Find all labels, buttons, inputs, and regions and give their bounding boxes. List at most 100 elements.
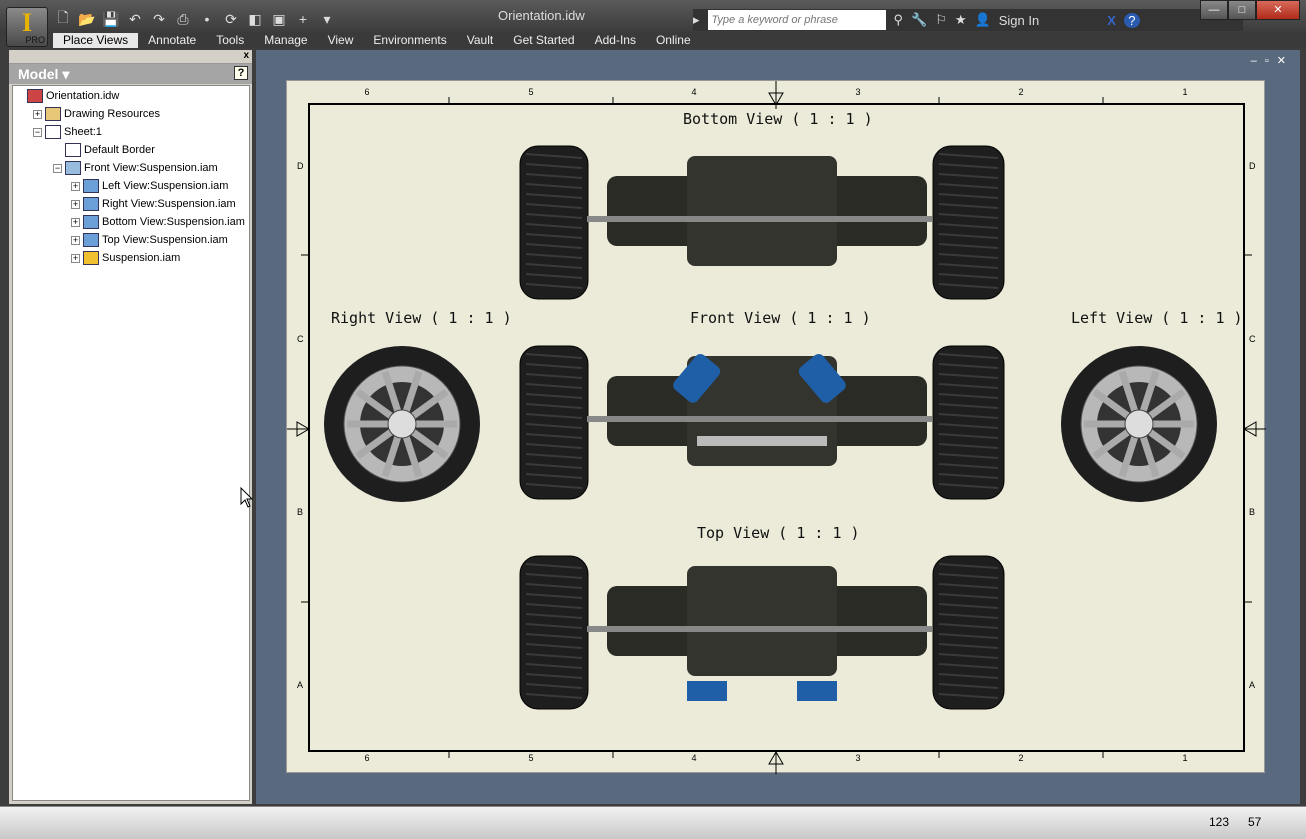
tab-vault[interactable]: Vault — [466, 33, 494, 47]
tire-tread — [525, 663, 583, 669]
model-title: Model ▾ — [18, 66, 70, 82]
status-bar: 123 57 — [0, 806, 1306, 839]
tree-node[interactable]: +Left View:Suspension.iam — [71, 177, 228, 195]
node-icon — [27, 89, 43, 103]
new-icon[interactable]: 🗋 — [57, 9, 69, 25]
browser-tree: Orientation.idw + Drawing Resources − Sheet:… — [12, 85, 250, 801]
wheel-hub — [1124, 409, 1154, 439]
tire-tread — [525, 613, 583, 619]
material-icon[interactable]: ◧ — [248, 10, 262, 27]
undo-icon[interactable]: ↶ — [129, 10, 141, 27]
expander-icon[interactable]: + — [71, 180, 80, 191]
tree-node[interactable]: − Front View:Suspension.iam — [53, 159, 218, 177]
sign-in-button[interactable]: Sign In — [998, 12, 1040, 28]
tab-annotate[interactable]: Annotate — [148, 33, 197, 47]
update-icon[interactable]: ⟳ — [225, 10, 237, 27]
tree-node[interactable]: +Top View:Suspension.iam — [71, 231, 228, 249]
tab-tools[interactable]: Tools — [216, 33, 245, 47]
node-label: Front View:Suspension.iam — [84, 162, 218, 174]
zone-label-x: 3 — [855, 87, 860, 97]
top-view-label[interactable]: Top View ( 1 : 1 ) — [697, 524, 860, 542]
node-icon — [45, 125, 61, 139]
node-label: Sheet:1 — [64, 126, 102, 138]
star-icon[interactable]: ★ — [954, 12, 967, 27]
tab-add-ins[interactable]: Add-Ins — [594, 33, 636, 47]
bottom-view-label[interactable]: Bottom View ( 1 : 1 ) — [683, 110, 873, 128]
panel-grip[interactable]: x — [9, 50, 252, 64]
tire-tread — [525, 433, 583, 439]
print-icon[interactable]: ⎙ — [177, 10, 189, 27]
customize-icon[interactable]: ▾ — [323, 10, 331, 27]
tire-tread — [938, 203, 999, 209]
tire-tread — [938, 383, 999, 389]
tree-node[interactable]: − Sheet:1 — [33, 123, 102, 141]
tire-tread — [938, 483, 999, 489]
close-button[interactable]: ✕ — [1256, 0, 1300, 20]
select-icon[interactable]: • — [204, 11, 210, 27]
tree-node[interactable]: +Suspension.iam — [71, 249, 180, 267]
tire-tread — [938, 633, 999, 639]
satellite-icon[interactable]: ⚐ — [935, 12, 947, 27]
help-icon[interactable]: ? — [234, 66, 248, 80]
maximize-button[interactable]: □ — [1228, 0, 1256, 20]
expander-icon[interactable]: + — [71, 252, 80, 263]
tire-tread — [525, 413, 583, 419]
expander-icon[interactable]: − — [33, 126, 42, 137]
left-view-label[interactable]: Left View ( 1 : 1 ) — [1071, 309, 1243, 327]
window-controls: —□✕ — [1200, 0, 1300, 20]
tire-tread — [525, 163, 583, 169]
tab-place-views[interactable]: Place Views — [53, 33, 139, 48]
expand-icon[interactable]: ▸ — [693, 12, 700, 27]
tire-tread — [525, 383, 583, 389]
tire-tread — [938, 453, 999, 459]
user-icon[interactable]: 👤 — [974, 12, 991, 27]
document-window-controls[interactable]: –▫✕ — [1250, 55, 1294, 67]
redo-icon[interactable]: ↷ — [153, 10, 165, 27]
tire-tread — [525, 233, 583, 239]
tab-view[interactable]: View — [327, 33, 354, 47]
front-view-label[interactable]: Front View ( 1 : 1 ) — [690, 309, 871, 327]
binoculars-icon[interactable]: ⚲ — [893, 12, 904, 27]
plus-icon[interactable]: + — [298, 11, 308, 27]
tab-manage[interactable]: Manage — [264, 33, 308, 47]
right-view-label[interactable]: Right View ( 1 : 1 ) — [331, 309, 512, 327]
expander-icon[interactable]: + — [71, 234, 80, 245]
expander-icon[interactable]: + — [71, 216, 80, 227]
centering-arrow — [768, 81, 784, 109]
expander-icon[interactable]: − — [53, 162, 62, 173]
search-input[interactable] — [707, 10, 886, 30]
exchange-icon[interactable]: X — [1107, 12, 1116, 28]
tab-online[interactable]: Online — [655, 33, 691, 47]
tire-tread — [938, 413, 999, 419]
model-browser: x Model ▾? Orientation.idw + Drawing Resou… — [9, 50, 252, 804]
zone-label-y: D — [297, 161, 304, 171]
cube-icon[interactable]: ▣ — [272, 10, 286, 27]
tree-node[interactable]: + Drawing Resources — [33, 105, 160, 123]
model-dropdown[interactable]: Model ▾? — [9, 64, 252, 84]
tire-tread — [938, 573, 999, 579]
tire-tread — [938, 363, 999, 369]
tab-environments[interactable]: Environments — [373, 33, 447, 47]
wheel-hub — [387, 409, 417, 439]
minimize-button[interactable]: — — [1200, 0, 1228, 20]
tire-tread — [525, 173, 583, 179]
expander-icon[interactable]: + — [71, 198, 80, 209]
wrench-icon[interactable]: 🔧 — [911, 12, 928, 27]
tree-node[interactable]: Default Border — [53, 141, 155, 159]
open-icon[interactable]: 📂 — [78, 10, 96, 27]
zone-label-x: 6 — [364, 87, 369, 97]
tree-node[interactable]: +Right View:Suspension.iam — [71, 195, 236, 213]
save-icon[interactable]: 💾 — [102, 10, 120, 27]
expander-icon[interactable]: + — [33, 108, 42, 119]
node-label: Drawing Resources — [64, 108, 160, 120]
tree-node[interactable]: Orientation.idw — [15, 87, 119, 105]
help-icon[interactable]: ? — [1123, 12, 1140, 28]
panel-close-button[interactable]: x — [243, 50, 249, 61]
tree-node[interactable]: +Bottom View:Suspension.iam — [71, 213, 245, 231]
zone-label-y: C — [297, 334, 304, 344]
tab-get-started[interactable]: Get Started — [513, 33, 575, 47]
